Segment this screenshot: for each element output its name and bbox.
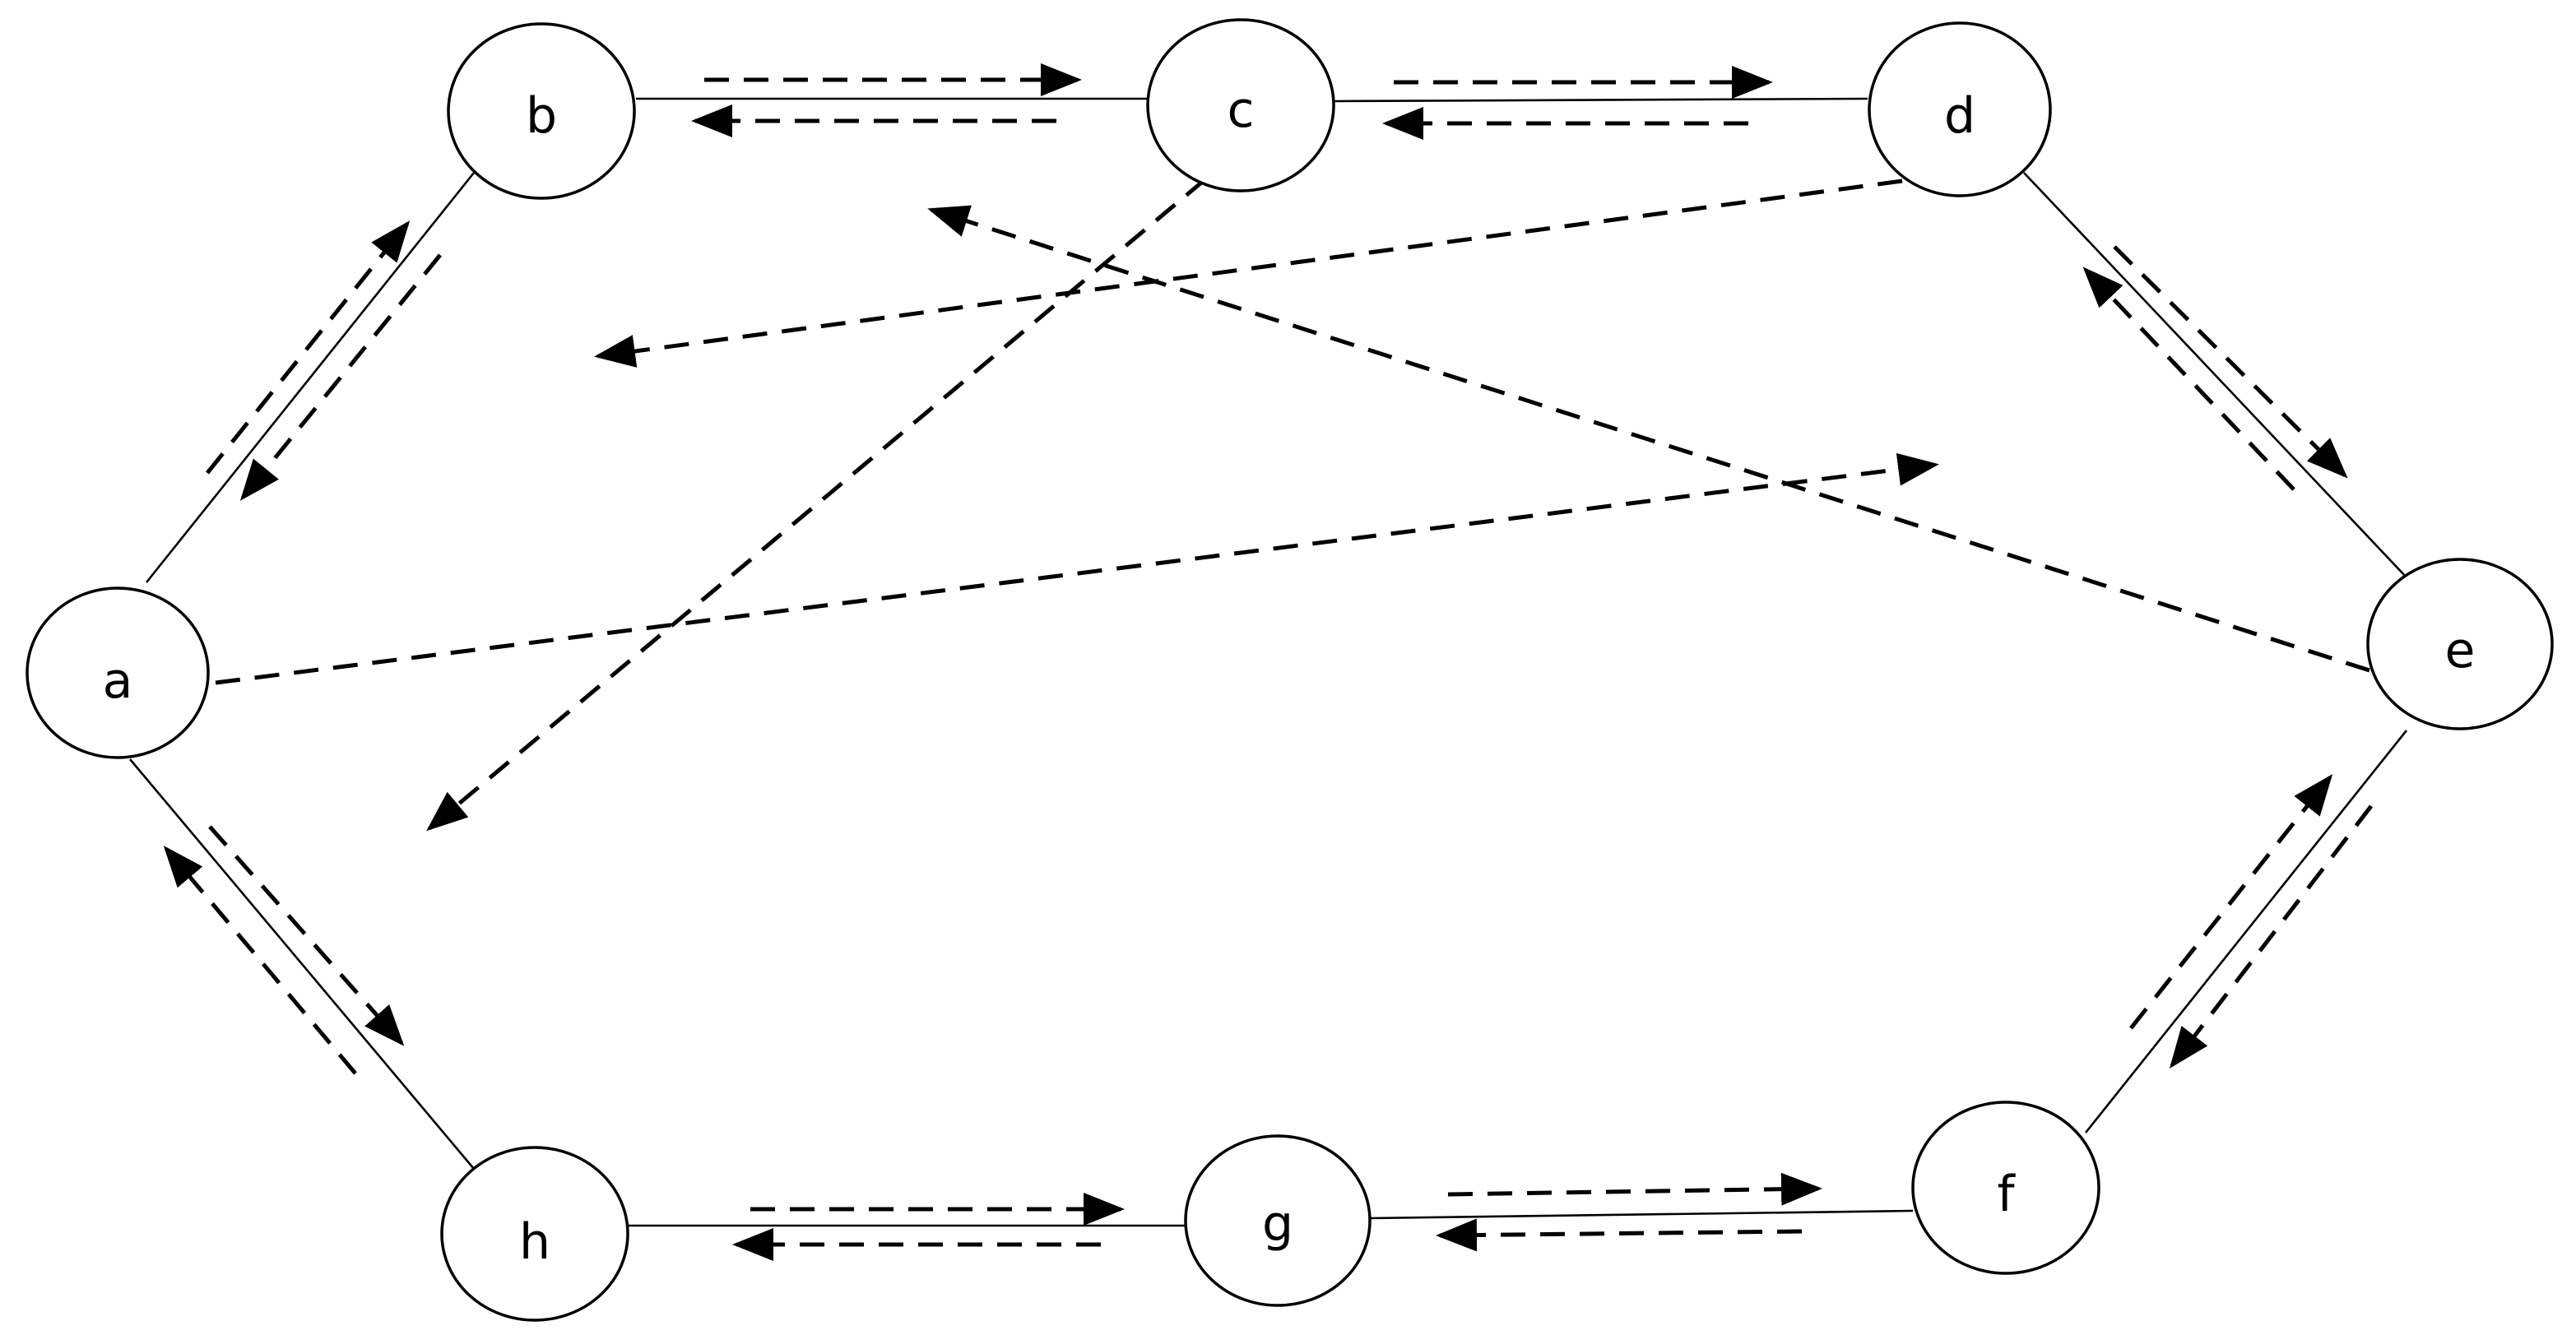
node-h: h [440, 1146, 629, 1322]
node-label-g: g [1262, 1195, 1293, 1253]
node-d: d [1868, 21, 2052, 197]
node-b: b [447, 22, 636, 200]
node-g: g [1184, 1134, 1372, 1307]
arrow-h-to-a [163, 846, 357, 1075]
arrow-a-across [215, 452, 1939, 685]
arrow-a-to-b [206, 220, 411, 475]
node-e: e [2366, 558, 2554, 730]
node-label-b: b [526, 87, 557, 145]
arrow-e-across [927, 205, 2370, 673]
node-f: f [1911, 1101, 2100, 1275]
arrow-d-to-e [2113, 245, 2348, 479]
edge-e-f [2084, 730, 2408, 1133]
arrow-g-to-f [1447, 1172, 1822, 1206]
edge-d-e [2023, 172, 2407, 578]
arrow-f-to-g [1436, 1218, 1803, 1252]
edge-a-b [145, 172, 476, 583]
ring-edges [129, 97, 2408, 1227]
arrow-b-to-a [239, 253, 442, 501]
node-label-e: e [2445, 622, 2476, 679]
node-c: c [1146, 18, 1335, 192]
arrow-c-across [426, 178, 1207, 832]
node-label-d: d [1944, 87, 1975, 145]
node-label-a: a [103, 652, 133, 710]
edge-h-a [129, 758, 475, 1170]
node-a: a [26, 586, 210, 759]
node-label-h: h [519, 1213, 550, 1271]
node-label-c: c [1228, 81, 1255, 139]
edge-message-arrows [163, 63, 2373, 1261]
arrow-e-to-d [2082, 267, 2295, 491]
edge-c-d [1331, 97, 1868, 103]
arrow-e-to-f [2169, 804, 2373, 1068]
node-label-f: f [1997, 1166, 2016, 1223]
cross-message-arrows [215, 178, 2370, 832]
arrow-d-across [594, 178, 1903, 368]
arrow-a-to-h [208, 825, 405, 1046]
edge-f-g [1369, 1209, 1914, 1220]
arrow-f-to-e [2129, 774, 2333, 1030]
